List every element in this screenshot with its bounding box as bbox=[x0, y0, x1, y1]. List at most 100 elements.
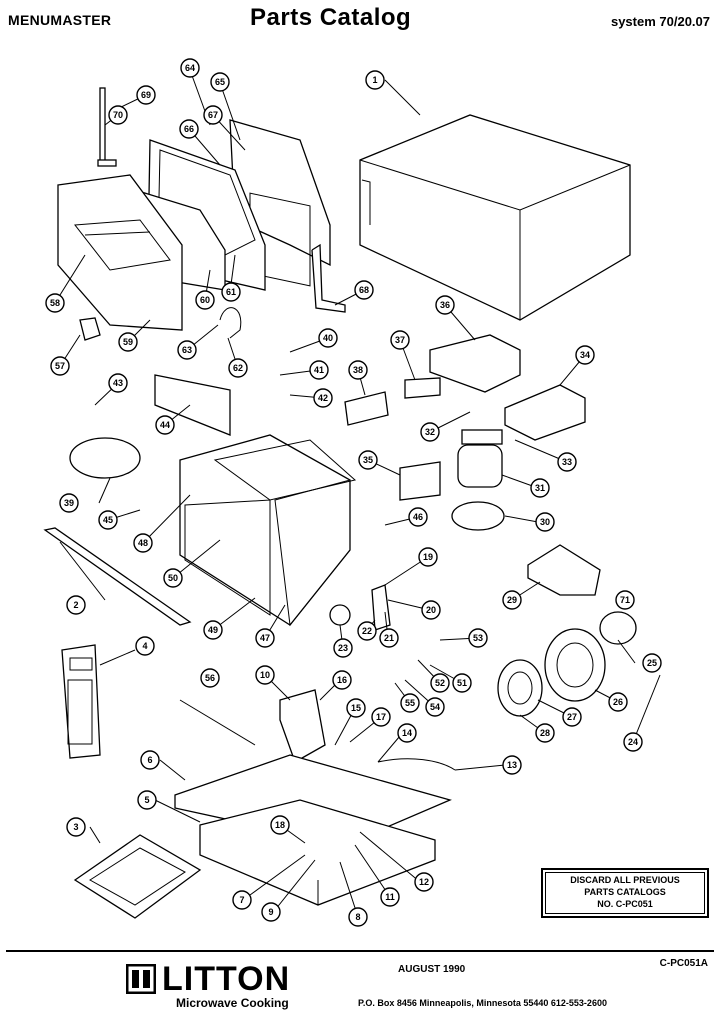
callout-20: 20 bbox=[421, 600, 441, 620]
filter-box-part bbox=[527, 544, 601, 596]
callout-4: 4 bbox=[135, 636, 155, 656]
svg-text:47: 47 bbox=[260, 633, 270, 643]
callout-48: 48 bbox=[133, 533, 153, 553]
svg-text:53: 53 bbox=[473, 633, 483, 643]
svg-text:32: 32 bbox=[425, 427, 435, 437]
svg-text:45: 45 bbox=[103, 515, 113, 525]
discard-notice-line-1: DISCARD ALL PREVIOUS bbox=[570, 875, 680, 885]
callout-26: 26 bbox=[608, 692, 628, 712]
callout-11: 11 bbox=[380, 887, 400, 907]
svg-text:9: 9 bbox=[268, 907, 273, 917]
svg-text:33: 33 bbox=[562, 457, 572, 467]
motor-cover-part bbox=[504, 384, 586, 441]
grease-filter-part bbox=[73, 834, 202, 919]
svg-text:34: 34 bbox=[580, 350, 590, 360]
svg-text:48: 48 bbox=[138, 538, 148, 548]
svg-text:69: 69 bbox=[141, 90, 151, 100]
svg-text:41: 41 bbox=[314, 365, 324, 375]
callout-53: 53 bbox=[468, 628, 488, 648]
svg-text:43: 43 bbox=[113, 378, 123, 388]
terminal-board-part bbox=[404, 377, 441, 399]
svg-text:37: 37 bbox=[395, 335, 405, 345]
svg-text:59: 59 bbox=[123, 337, 133, 347]
svg-text:61: 61 bbox=[226, 287, 236, 297]
door-cable-part bbox=[219, 307, 242, 339]
system-number: system 70/20.07 bbox=[610, 14, 710, 29]
callout-47: 47 bbox=[255, 628, 275, 648]
callout-14: 14 bbox=[397, 723, 417, 743]
callout-33: 33 bbox=[557, 452, 577, 472]
callout-66: 66 bbox=[179, 119, 199, 139]
litton-logo-icon bbox=[126, 964, 156, 994]
callout-31: 31 bbox=[530, 478, 550, 498]
svg-text:51: 51 bbox=[457, 678, 467, 688]
callout-25: 25 bbox=[642, 653, 662, 673]
svg-text:57: 57 bbox=[55, 361, 65, 371]
shield-bracket-part bbox=[429, 334, 521, 393]
callout-17: 17 bbox=[371, 707, 391, 727]
callout-44: 44 bbox=[155, 415, 175, 435]
latch-clip-part bbox=[79, 317, 101, 341]
svg-text:24: 24 bbox=[628, 737, 638, 747]
callout-37: 37 bbox=[390, 330, 410, 350]
oven-cavity-part bbox=[179, 434, 357, 627]
document-id: C-PC051A bbox=[659, 958, 708, 969]
door-bracket-part bbox=[311, 243, 346, 313]
svg-text:36: 36 bbox=[440, 300, 450, 310]
svg-text:31: 31 bbox=[535, 483, 545, 493]
svg-text:1: 1 bbox=[372, 75, 377, 85]
svg-text:68: 68 bbox=[359, 285, 369, 295]
svg-text:49: 49 bbox=[208, 625, 218, 635]
front-trim-bar-part bbox=[43, 527, 192, 626]
svg-text:67: 67 bbox=[208, 110, 218, 120]
logo-wordmark: LITTON bbox=[162, 960, 291, 998]
svg-text:26: 26 bbox=[613, 697, 623, 707]
svg-text:54: 54 bbox=[430, 702, 440, 712]
callout-12: 12 bbox=[414, 872, 434, 892]
callout-56: 56 bbox=[200, 668, 220, 688]
footer-divider bbox=[6, 950, 714, 952]
door-panel-part bbox=[57, 174, 183, 331]
callout-45: 45 bbox=[98, 510, 118, 530]
brand-label: MENUMASTER bbox=[8, 12, 112, 28]
svg-text:19: 19 bbox=[423, 552, 433, 562]
svg-text:15: 15 bbox=[351, 703, 361, 713]
callout-40: 40 bbox=[318, 328, 338, 348]
page-title: Parts Catalog bbox=[250, 4, 412, 31]
callout-39: 39 bbox=[59, 493, 79, 513]
svg-text:5: 5 bbox=[144, 795, 149, 805]
tray-dish-part bbox=[69, 437, 141, 479]
callout-38: 38 bbox=[348, 360, 368, 380]
svg-text:42: 42 bbox=[318, 393, 328, 403]
callout-24: 24 bbox=[623, 732, 643, 752]
callout-41: 41 bbox=[309, 360, 329, 380]
svg-text:64: 64 bbox=[185, 63, 195, 73]
callout-13: 13 bbox=[502, 755, 522, 775]
callout-10: 10 bbox=[255, 665, 275, 685]
callout-69: 69 bbox=[136, 85, 156, 105]
switch-bracket-part bbox=[344, 391, 389, 426]
oven-lamp-part bbox=[329, 604, 351, 626]
callout-21: 21 bbox=[379, 628, 399, 648]
callout-1: 1 bbox=[365, 70, 385, 90]
exploded-parts-diagram: 1 2 3 4 5 6 7 8 9 10 11 12 13 14 15 16 1… bbox=[43, 58, 662, 927]
svg-text:13: 13 bbox=[507, 760, 517, 770]
callout-58: 58 bbox=[45, 293, 65, 313]
svg-text:22: 22 bbox=[362, 626, 372, 636]
callout-70: 70 bbox=[108, 105, 128, 125]
callout-18: 18 bbox=[270, 815, 290, 835]
svg-text:27: 27 bbox=[567, 712, 577, 722]
callout-54: 54 bbox=[425, 697, 445, 717]
callout-34: 34 bbox=[575, 345, 595, 365]
callout-61: 61 bbox=[221, 282, 241, 302]
callout-22: 22 bbox=[357, 621, 377, 641]
callout-49: 49 bbox=[203, 620, 223, 640]
svg-text:71: 71 bbox=[620, 595, 630, 605]
callout-16: 16 bbox=[332, 670, 352, 690]
interlock-switch-part bbox=[371, 584, 391, 631]
company-address: P.O. Box 8456 Minneapolis, Minnesota 554… bbox=[358, 998, 607, 1008]
callout-9: 9 bbox=[261, 902, 281, 922]
callout-43: 43 bbox=[108, 373, 128, 393]
stirrer-motor-part bbox=[457, 429, 503, 488]
callout-32: 32 bbox=[420, 422, 440, 442]
